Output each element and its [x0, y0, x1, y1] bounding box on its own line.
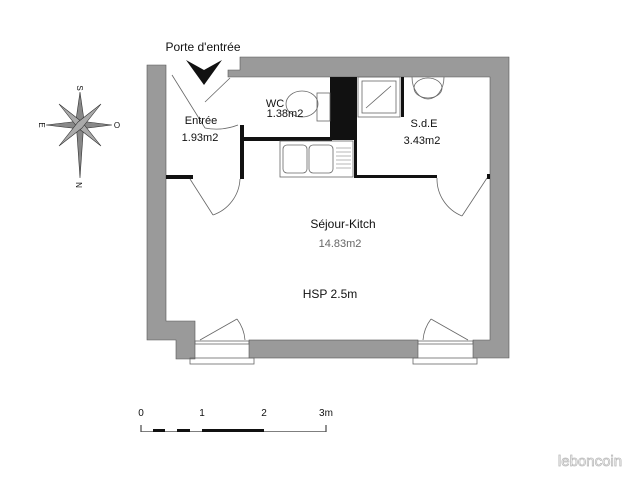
watermark-logo: leboncoin	[558, 453, 622, 470]
compass-rose-icon: S E O N	[37, 85, 120, 188]
interior-walls	[166, 77, 490, 179]
scale-tick-0: 0	[138, 408, 144, 419]
room-area-wc: 1.38m2	[267, 108, 304, 120]
scale-tick-2: 2	[261, 408, 267, 419]
compass-east: E	[37, 122, 46, 127]
room-name-sde: S.d.E	[411, 118, 438, 130]
shower-icon	[357, 76, 401, 118]
toilet-icon	[285, 90, 319, 118]
scale-tick-1: 1	[199, 408, 205, 419]
outer-walls	[146, 56, 510, 360]
compass-west: O	[114, 121, 120, 130]
doors-windows	[171, 74, 488, 365]
scale-tick-3: 3m	[319, 408, 333, 419]
room-area-entree: 1.93m2	[182, 132, 219, 144]
scale-bar: 0 1 2 3m	[138, 408, 333, 432]
washbasin-icon	[411, 76, 445, 100]
kitchen-sink-icon	[279, 140, 354, 178]
compass-north: N	[74, 182, 83, 188]
room-name-wc: WC	[266, 98, 284, 110]
compass-south: S	[75, 85, 84, 90]
room-name-entree: Entrée	[185, 115, 217, 127]
room-area-sde: 3.43m2	[404, 135, 441, 147]
fixtures	[279, 76, 445, 178]
room-area-sejour: 14.83m2	[319, 238, 362, 250]
ceiling-height: HSP 2.5m	[303, 287, 357, 301]
room-name-sejour: Séjour-Kitch	[310, 217, 375, 231]
entrance-arrow-icon	[186, 60, 222, 85]
entrance-label: Porte d'entrée	[165, 40, 240, 54]
